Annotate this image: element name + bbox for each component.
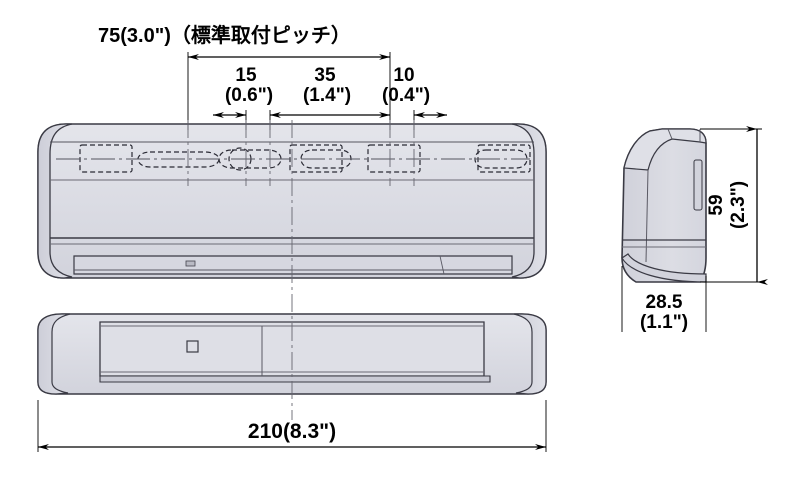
front-view-left-cap [37,123,73,279]
center-lines [187,120,415,420]
dim-label-15-mm: 15 [235,65,257,86]
dim-label-10-in: (0.4") [382,85,430,106]
front-view-bottom-lip [73,255,513,275]
dim-label-210: 210(8.3") [248,420,336,443]
bottom-view-square-detail [186,340,199,353]
hidden-slot-mid-right [289,144,343,173]
dim-label-285-mm: 28.5 [646,292,683,313]
hidden-keyhole-mid [218,149,282,169]
hidden-keyhole-left [137,151,220,168]
hidden-slot-left [79,144,133,173]
dim-label-10-mm: 10 [393,65,414,86]
bottom-view-slot-strip [99,375,491,383]
front-view-right-cap [511,123,547,279]
dim-label-35-in: (1.4") [303,85,351,106]
dimension-annotations: 75(3.0")（標準取付ピッチ） 15 (0.6") 35 (1.4") 10… [37,23,768,452]
dim-label-35-mm: 35 [314,65,336,86]
side-view [621,128,707,283]
dim-label-285-in: (1.1") [640,312,688,333]
overall-width-extensions [37,400,547,452]
dim-label-59-in: (2.3") [728,181,749,229]
dim-label-75: 75(3.0")（標準取付ピッチ） [98,23,351,47]
dim-label-15-in: (0.6") [225,85,273,106]
side-view-slot [693,159,703,211]
hidden-keyhole-right [300,149,352,169]
side-view-top-face [623,128,707,171]
bottom-view-left-cap [37,313,71,395]
bottom-view-right-cap [513,313,547,395]
hidden-slot-far-right [477,144,531,173]
front-view-indicator [185,260,196,267]
extension-lines [187,52,415,130]
side-view-bottom-lip [621,253,707,283]
front-view-lip-divider [439,255,445,275]
hidden-slot-right [367,144,421,173]
depth-extensions [621,266,707,332]
side-view-top-seam-a [667,128,673,140]
front-view-hidden-features [79,144,531,173]
dim-label-59-mm: 59 [706,194,727,215]
hidden-keyhole-far-right [474,149,528,169]
